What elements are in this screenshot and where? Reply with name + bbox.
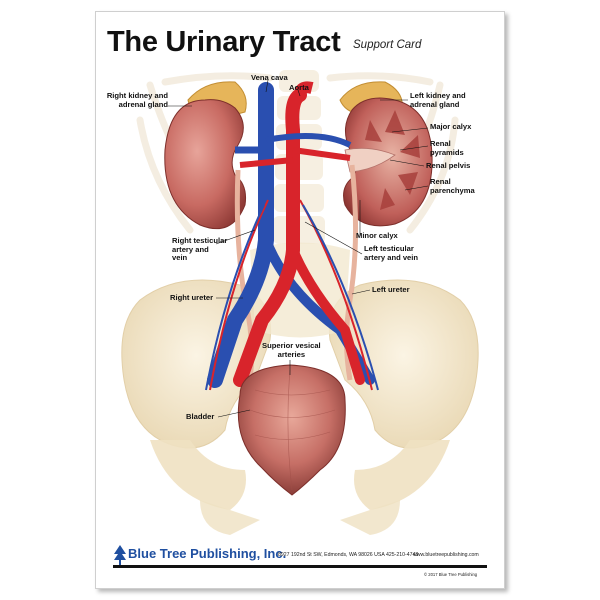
bladder (237, 364, 346, 496)
label-bladder: Bladder (186, 412, 215, 421)
label-major-calyx: Major calyx (430, 122, 472, 131)
publisher-website: www.bluetreepublishing.com (413, 552, 479, 558)
label-minor-calyx: Minor calyx (356, 231, 398, 240)
label-aorta: Aorta (289, 83, 309, 92)
right-kidney (164, 99, 246, 230)
label-left-kidney: Left kidney and adrenal gland (410, 91, 466, 109)
tree-logo-icon (114, 545, 126, 565)
label-left-ureter: Left ureter (372, 285, 410, 294)
publisher-name: Blue Tree Publishing, Inc. (128, 546, 287, 561)
card-title: The Urinary Tract (107, 26, 341, 58)
label-renal-parenchyma: Renal parenchyma (430, 177, 475, 195)
publisher-address: 8927 192nd St SW, Edmonds, WA 98026 USA … (278, 552, 419, 558)
label-vena-cava: Vena cava (251, 73, 288, 82)
copyright: © 2017 Blue Tree Publishing (424, 572, 478, 577)
label-superior-vesical: Superior vesical arteries (262, 341, 321, 359)
label-right-ureter: Right ureter (170, 293, 214, 302)
label-right-testicular: Right testicular artery and vein (172, 236, 228, 263)
card-subtitle: Support Card (353, 39, 422, 51)
label-right-kidney: Right kidney and adrenal gland (106, 91, 168, 109)
label-renal-pyramids: Renal pyramids (430, 139, 464, 157)
footer-divider (113, 565, 487, 568)
label-left-testicular: Left testicular artery and vein (364, 244, 419, 262)
label-renal-pelvis: Renal pelvis (426, 161, 471, 170)
